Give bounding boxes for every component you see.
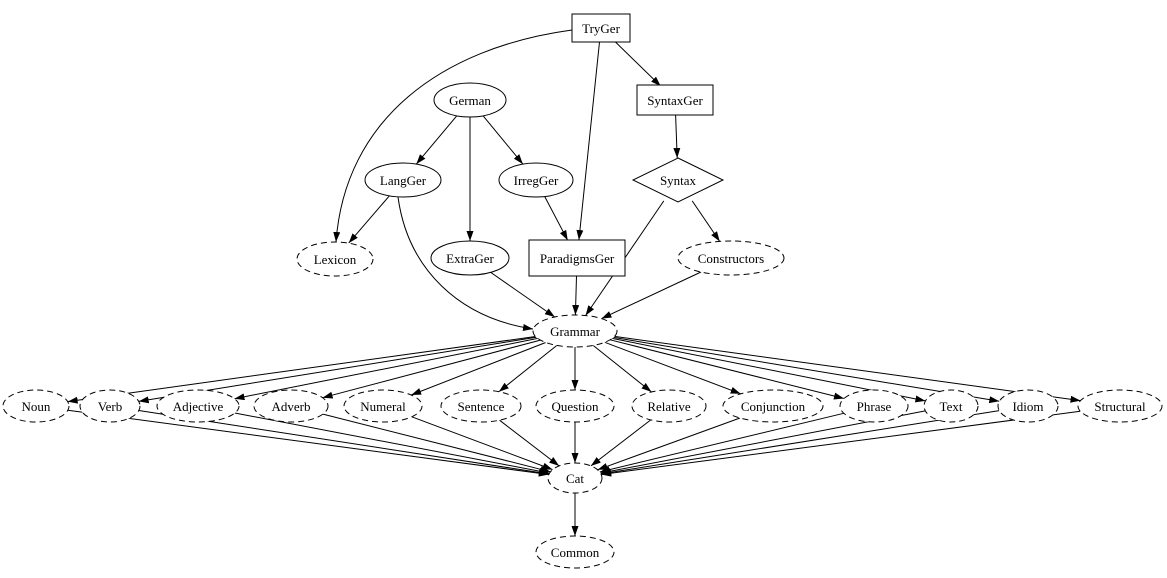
edge-grammar-structural bbox=[614, 335, 1081, 403]
edge-adjective-cat bbox=[234, 412, 550, 475]
node-shape-text bbox=[923, 389, 979, 423]
node-shape-constructors bbox=[677, 240, 785, 276]
node-shape-numeral bbox=[343, 389, 423, 423]
node-shape-german bbox=[433, 82, 507, 118]
edge-langger-lexicon bbox=[348, 195, 390, 244]
node-shape-verb bbox=[79, 389, 141, 423]
edge-grammar-adjective bbox=[234, 337, 538, 401]
node-shape-structural bbox=[1077, 389, 1163, 423]
edge-paradigmsger-grammar bbox=[572, 275, 580, 316]
edge-grammar-numeral bbox=[411, 342, 546, 396]
node-shape-lexicon bbox=[296, 241, 374, 277]
node-shape-phrase bbox=[839, 389, 909, 423]
node-verb: Verb bbox=[97, 398, 123, 414]
node-shape-paradigmsger bbox=[528, 239, 626, 277]
edge-german-langger bbox=[415, 115, 458, 165]
node-shape-conjunction bbox=[722, 389, 824, 423]
node-idiom: Idiom bbox=[1012, 398, 1044, 414]
edge-langger-grammar bbox=[397, 196, 534, 331]
node-extrager: ExtraGer bbox=[446, 250, 494, 266]
node-irregger: IrregGer bbox=[513, 172, 559, 188]
edge-sentence-cat bbox=[499, 419, 560, 467]
node-shape-langger bbox=[364, 162, 442, 198]
edge-idiom-cat bbox=[600, 410, 1000, 476]
node-syntax: Syntax bbox=[659, 172, 697, 188]
node-shape-relative bbox=[631, 389, 707, 423]
node-constructors: Constructors bbox=[697, 250, 765, 266]
node-shape-question bbox=[535, 389, 615, 423]
edge-grammar-relative bbox=[592, 345, 652, 393]
edge-grammar-phrase bbox=[609, 339, 845, 400]
node-syntaxger: SyntaxGer bbox=[647, 92, 703, 108]
edge-tryger-syntaxger bbox=[613, 40, 662, 87]
edge-tryger-lexicon bbox=[333, 29, 573, 243]
node-shape-extrager bbox=[430, 240, 510, 276]
node-shape-sentence bbox=[440, 389, 522, 423]
edge-syntax-constructors bbox=[691, 200, 721, 242]
node-noun: Noun bbox=[21, 398, 51, 414]
node-conjunction: Conjunction bbox=[740, 398, 806, 414]
node-shape-syntaxger bbox=[636, 84, 714, 116]
node-shape-irregger bbox=[498, 162, 574, 198]
edge-irregger-paradigmsger bbox=[544, 196, 569, 241]
node-text: Text bbox=[939, 398, 963, 414]
node-structural: Structural bbox=[1094, 398, 1146, 414]
node-adjective: Adjective bbox=[172, 398, 224, 414]
node-grammar: Grammar bbox=[550, 323, 600, 339]
node-relative: Relative bbox=[647, 398, 691, 414]
edge-structural-cat bbox=[601, 410, 1081, 477]
node-shape-noun bbox=[2, 389, 70, 423]
edge-grammar-adverb bbox=[322, 339, 541, 399]
node-shape-grammar bbox=[532, 314, 618, 348]
node-cat: Cat bbox=[565, 470, 585, 486]
node-langger: LangGer bbox=[379, 172, 427, 188]
node-sentence: Sentence bbox=[457, 398, 505, 414]
node-shape-idiom bbox=[997, 389, 1059, 423]
node-german: German bbox=[449, 92, 491, 108]
edge-grammar-conjunction bbox=[604, 341, 741, 395]
edge-tryger-paradigmsger bbox=[576, 41, 600, 241]
node-numeral: Numeral bbox=[360, 398, 406, 414]
node-tryger: TryGer bbox=[582, 20, 620, 36]
edge-noun-cat bbox=[67, 409, 549, 477]
edge-syntaxger-syntax bbox=[673, 114, 681, 159]
node-shape-adverb bbox=[253, 389, 329, 423]
node-adverb: Adverb bbox=[271, 398, 311, 414]
node-phrase: Phrase bbox=[856, 398, 892, 414]
node-shape-syntax bbox=[631, 157, 725, 203]
node-shape-tryger bbox=[571, 13, 631, 43]
edge-extrager-grammar bbox=[490, 271, 556, 318]
edge-relative-cat bbox=[590, 419, 652, 467]
edge-german-irregger bbox=[482, 115, 524, 165]
edge-constructors-grammar bbox=[601, 271, 702, 320]
node-shape-cat bbox=[547, 462, 603, 494]
edge-numeral-cat bbox=[411, 416, 553, 471]
edge-grammar-noun bbox=[67, 336, 536, 404]
edge-adverb-cat bbox=[322, 413, 551, 473]
edge-grammar-idiom bbox=[613, 336, 1000, 404]
edge-phrase-cat bbox=[599, 412, 844, 474]
node-question: Question bbox=[551, 398, 599, 414]
node-shape-common bbox=[535, 535, 615, 569]
edge-grammar-sentence bbox=[498, 345, 558, 393]
node-lexicon: Lexicon bbox=[313, 251, 357, 267]
node-shape-adjective bbox=[156, 389, 240, 423]
node-paradigmsger: ParadigmsGer bbox=[539, 250, 615, 266]
node-common: Common bbox=[550, 544, 600, 560]
edge-conjunction-cat bbox=[597, 417, 741, 471]
